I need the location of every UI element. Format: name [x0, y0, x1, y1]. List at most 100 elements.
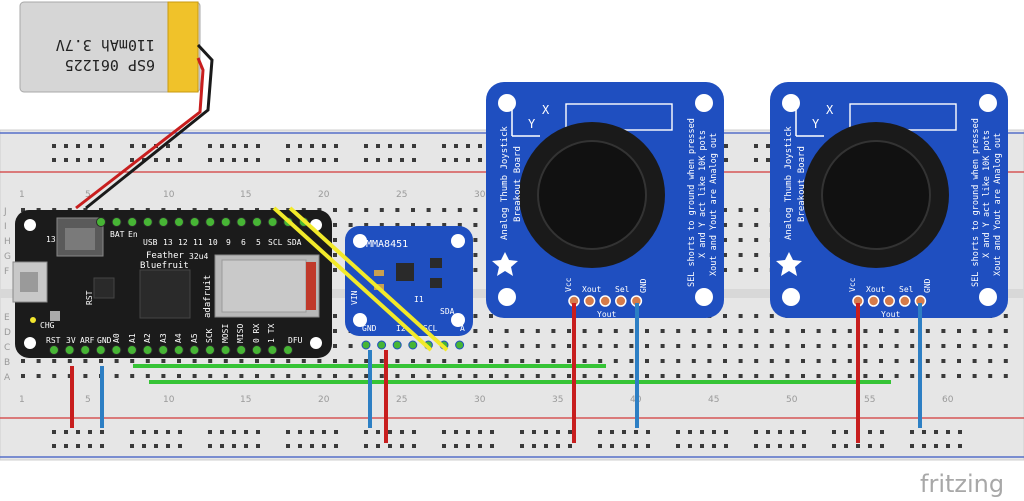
hole — [348, 208, 353, 212]
hole — [348, 223, 353, 227]
hole — [322, 158, 326, 162]
hole — [364, 144, 368, 148]
yellow-wire-sda[interactable] — [288, 206, 449, 352]
hole — [310, 430, 314, 434]
hole — [738, 314, 743, 318]
hole — [208, 158, 212, 162]
hole — [832, 374, 837, 378]
hole — [634, 444, 638, 448]
feather-pin-bottom — [142, 345, 153, 355]
hole — [130, 444, 134, 448]
feather-bluefruit-board[interactable]: BAT En USB 13 12 11 10 9 6 5 SCL SDA Fea… — [12, 210, 332, 358]
rst-label: RST — [85, 290, 94, 305]
hole — [567, 344, 571, 348]
hole — [166, 430, 170, 434]
pin-label: 5 — [256, 238, 261, 247]
hole — [844, 430, 848, 434]
hole — [816, 374, 821, 378]
hole — [412, 444, 416, 448]
feather-pin-top — [220, 217, 231, 227]
hole — [154, 444, 158, 448]
hole — [473, 208, 478, 212]
hole — [208, 359, 213, 363]
hole — [442, 359, 447, 363]
joystick-pin-label: Sel — [615, 285, 630, 294]
hole — [395, 223, 400, 227]
mount-hole — [24, 337, 36, 349]
hole — [660, 329, 665, 333]
hole — [83, 374, 88, 378]
hole — [232, 430, 236, 434]
hole — [629, 374, 634, 378]
hole — [286, 359, 291, 363]
col-number: 30 — [474, 190, 486, 200]
adafruit-flower-icon — [776, 252, 802, 276]
hole — [567, 374, 571, 378]
hole — [910, 430, 914, 434]
hole — [145, 359, 150, 363]
hole — [333, 344, 337, 348]
hole — [388, 444, 392, 448]
accel-cap — [374, 270, 384, 276]
feather-pin-top — [142, 217, 153, 227]
hole — [76, 144, 80, 148]
hole — [778, 444, 782, 448]
hole — [466, 158, 470, 162]
lipo-battery[interactable]: 6SP 061225 110mAh 3.7V — [19, 1, 201, 93]
hole — [478, 144, 482, 148]
hole — [676, 444, 680, 448]
joystick-cap[interactable] — [537, 140, 647, 250]
hole — [925, 359, 930, 363]
mount-hole — [451, 234, 465, 248]
hole — [844, 444, 848, 448]
hole — [177, 359, 181, 363]
accel-chip-small — [430, 278, 442, 288]
hole — [910, 359, 915, 363]
hole — [388, 430, 392, 434]
hole — [333, 374, 337, 378]
hole — [688, 430, 692, 434]
hole — [766, 430, 770, 434]
hole — [785, 359, 790, 363]
hole — [334, 444, 338, 448]
axis-arrows-icon — [511, 108, 540, 137]
feather-pin-bottom — [173, 345, 184, 355]
hole — [21, 374, 25, 378]
yellow-wire-scl[interactable] — [272, 206, 433, 352]
col-number: 15 — [240, 395, 251, 405]
reset-button[interactable] — [50, 311, 60, 321]
hole — [723, 329, 727, 333]
mma8451-accelerometer-board[interactable]: MMA8451 VIN GND I1 I2 SCL SDA A — [345, 226, 473, 350]
hole — [832, 430, 836, 434]
wires — [70, 206, 922, 443]
hole — [622, 444, 626, 448]
pin-label: A3 — [159, 333, 168, 343]
accel-pin-label: I1 — [414, 295, 424, 304]
hole — [691, 359, 696, 363]
mount-hole — [498, 94, 516, 112]
feather-pin-top — [127, 217, 138, 227]
col-number: 35 — [552, 395, 563, 405]
hole — [972, 359, 977, 363]
hole — [556, 444, 560, 448]
hole — [723, 238, 727, 242]
hole — [333, 238, 337, 242]
hole — [348, 344, 353, 348]
feather-pin-bottom — [80, 345, 91, 355]
thumb-joystick-2[interactable]: X Y Analog Thumb Joystick Breakout Board… — [770, 82, 1008, 319]
hole — [489, 344, 493, 348]
hole — [504, 344, 509, 348]
hole — [473, 223, 478, 227]
thumb-joystick-1[interactable]: X Y Analog Thumb Joystick Breakout Board… — [486, 82, 724, 319]
hole — [556, 430, 560, 434]
hole — [478, 430, 482, 434]
hole — [766, 158, 770, 162]
hole — [520, 430, 524, 434]
joystick-cap[interactable] — [821, 140, 931, 250]
hole — [52, 444, 56, 448]
hole — [700, 444, 704, 448]
hole — [754, 208, 759, 212]
hole — [754, 314, 759, 318]
hole — [582, 329, 587, 333]
hole — [832, 444, 836, 448]
